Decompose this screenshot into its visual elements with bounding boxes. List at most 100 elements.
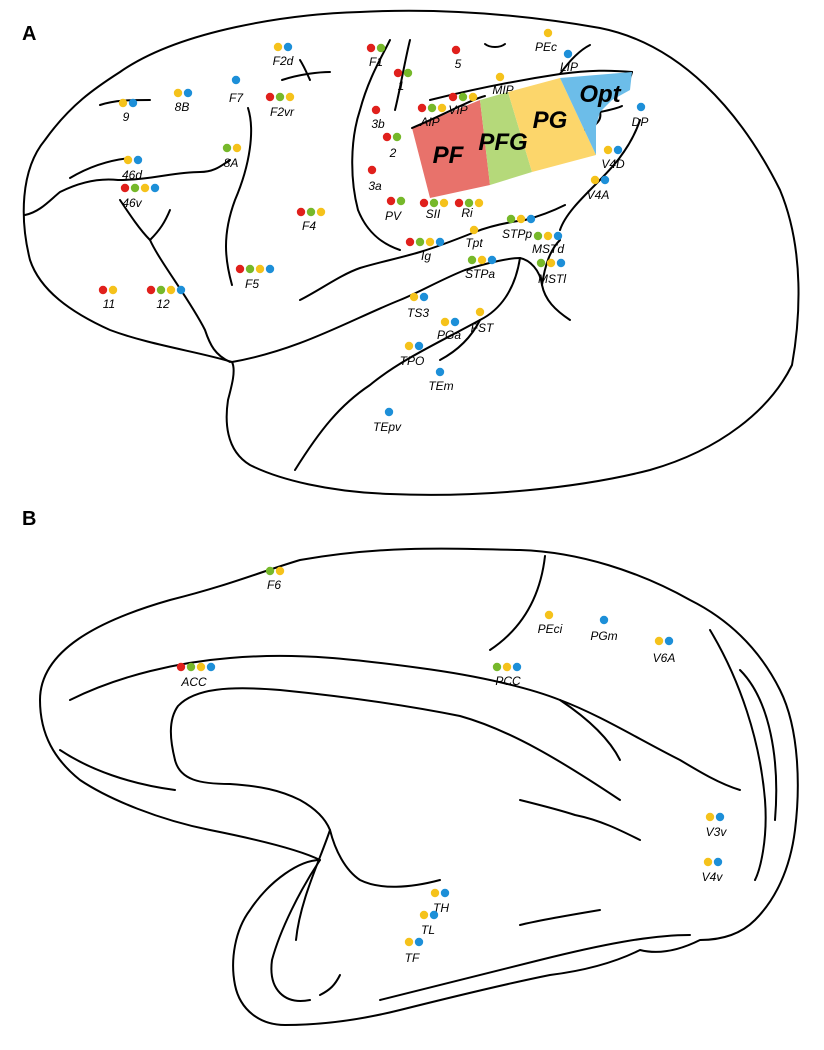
area-label: F2d bbox=[273, 54, 294, 68]
blue-dot bbox=[450, 317, 460, 327]
blue-dot bbox=[715, 812, 725, 822]
blue-dot bbox=[183, 88, 193, 98]
red-dot bbox=[448, 92, 458, 102]
area-label: STPa bbox=[465, 267, 495, 281]
area-marker-ig: Ig bbox=[405, 237, 445, 263]
area-label: TEm bbox=[428, 379, 453, 393]
area-marker-f2d: F2d bbox=[273, 42, 294, 68]
green-dot bbox=[403, 68, 413, 78]
area-label: TEpv bbox=[373, 420, 402, 434]
area-label: F5 bbox=[245, 277, 259, 291]
area-marker-46d: 46d bbox=[122, 155, 143, 182]
area-label: 9 bbox=[123, 110, 130, 124]
yellow-dot bbox=[430, 888, 440, 898]
area-marker-pga: PGa bbox=[437, 317, 461, 342]
blue-dot bbox=[206, 662, 216, 672]
red-dot bbox=[366, 43, 376, 53]
area-label: 8B bbox=[175, 100, 190, 114]
area-marker-tl: TL bbox=[419, 910, 439, 937]
blue-dot bbox=[414, 341, 424, 351]
area-marker-f6: F6 bbox=[265, 566, 285, 592]
blue-dot bbox=[414, 937, 424, 947]
blue-dot bbox=[526, 214, 536, 224]
area-label: AIP bbox=[419, 115, 439, 129]
red-dot bbox=[405, 237, 415, 247]
red-dot bbox=[265, 92, 275, 102]
area-marker-tem: TEm bbox=[428, 367, 454, 393]
area-label: PGm bbox=[590, 629, 617, 643]
yellow-dot bbox=[544, 610, 554, 620]
medial-brain bbox=[39, 547, 799, 1026]
area-label: 3b bbox=[371, 117, 385, 131]
green-dot bbox=[265, 566, 275, 576]
blue-dot bbox=[435, 367, 445, 377]
yellow-dot bbox=[468, 92, 478, 102]
area-marker-11: 11 bbox=[98, 285, 118, 311]
area-label: TF bbox=[405, 951, 420, 965]
area-marker-v4d: V4D bbox=[601, 145, 625, 171]
region-pfg bbox=[480, 92, 532, 185]
area-label: 11 bbox=[103, 297, 115, 311]
green-dot bbox=[222, 143, 232, 153]
blue-dot bbox=[128, 98, 138, 108]
area-label: LIP bbox=[560, 60, 578, 74]
panel-label-a: A bbox=[22, 23, 36, 45]
area-marker-v4a: V4A bbox=[587, 175, 610, 202]
area-marker-tpt: Tpt bbox=[465, 225, 483, 250]
area-marker-pec: PEc bbox=[535, 28, 557, 54]
area-label: F6 bbox=[267, 578, 281, 592]
red-dot bbox=[417, 103, 427, 113]
green-dot bbox=[415, 237, 425, 247]
area-marker-tepv: TEpv bbox=[373, 407, 402, 434]
area-marker-acc: ACC bbox=[176, 662, 216, 689]
area-label: STPp bbox=[502, 227, 532, 241]
blue-dot bbox=[599, 615, 609, 625]
area-label: MIP bbox=[492, 83, 513, 97]
area-label: Ri bbox=[461, 206, 473, 220]
region-opt bbox=[560, 72, 632, 155]
area-label: TH bbox=[433, 901, 449, 915]
red-dot bbox=[454, 198, 464, 208]
area-marker-8a: 8A bbox=[222, 143, 242, 170]
yellow-dot bbox=[654, 636, 664, 646]
yellow-dot bbox=[275, 566, 285, 576]
red-dot bbox=[386, 196, 396, 206]
yellow-dot bbox=[419, 910, 429, 920]
blue-dot bbox=[713, 857, 723, 867]
area-marker-1: 1 bbox=[393, 68, 413, 93]
yellow-dot bbox=[439, 198, 449, 208]
yellow-dot bbox=[440, 317, 450, 327]
area-label: 12 bbox=[156, 297, 170, 311]
green-dot bbox=[396, 196, 406, 206]
area-marker-f2vr: F2vr bbox=[265, 92, 295, 119]
yellow-dot bbox=[546, 258, 556, 268]
area-label: F1 bbox=[369, 55, 383, 69]
yellow-dot bbox=[173, 88, 183, 98]
yellow-dot bbox=[495, 72, 505, 82]
red-dot bbox=[393, 68, 403, 78]
area-marker-pv: PV bbox=[385, 196, 406, 223]
region-pf bbox=[412, 100, 490, 198]
blue-dot bbox=[429, 910, 439, 920]
area-marker-v6a: V6A bbox=[653, 636, 675, 665]
blue-dot bbox=[600, 175, 610, 185]
area-marker-46v: 46v bbox=[120, 183, 160, 210]
yellow-dot bbox=[123, 155, 133, 165]
lateral-brain bbox=[22, 9, 800, 496]
area-label: 8A bbox=[224, 156, 239, 170]
area-label: Tpt bbox=[465, 236, 483, 250]
area-marker-stpp: STPp bbox=[502, 214, 536, 241]
area-label: F7 bbox=[229, 91, 244, 105]
blue-dot bbox=[133, 155, 143, 165]
green-dot bbox=[275, 92, 285, 102]
red-dot bbox=[146, 285, 156, 295]
yellow-dot bbox=[477, 255, 487, 265]
yellow-dot bbox=[232, 143, 242, 153]
area-marker-pcc: PCC bbox=[492, 662, 522, 688]
yellow-dot bbox=[196, 662, 206, 672]
blue-dot bbox=[435, 237, 445, 247]
red-dot bbox=[235, 264, 245, 274]
area-marker-v4v: V4v bbox=[702, 857, 723, 884]
area-label: FST bbox=[471, 321, 495, 335]
